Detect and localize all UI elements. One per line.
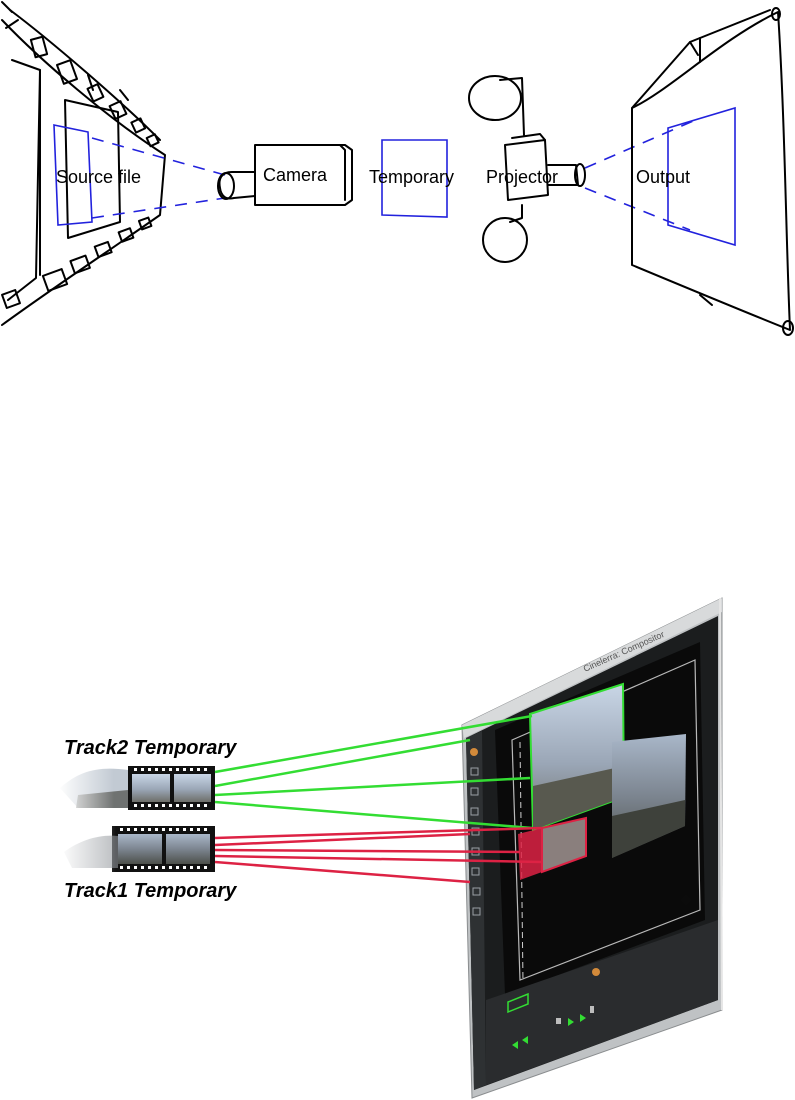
compositor-illustration-svg: Track2 Temporary Track1 Temporary Cinele… <box>58 597 723 1099</box>
source-file-label: Source file <box>56 167 141 187</box>
pipeline-sketch-svg: Source file Camera Temporary Projector O… <box>1 1 794 336</box>
track1-label: Track1 Temporary <box>64 880 237 902</box>
zoom-tool-icon[interactable] <box>470 767 479 776</box>
ruler-tool-icon[interactable] <box>470 807 479 816</box>
film-strip-icon <box>1 1 166 326</box>
compositor-window: Cinelerra: Compositor <box>461 597 723 1099</box>
mask-tool-icon[interactable] <box>470 787 479 796</box>
eyedropper-tool-icon[interactable] <box>472 887 481 896</box>
info-tool-icon[interactable] <box>472 907 481 916</box>
temporary-label: Temporary <box>369 167 454 187</box>
camera-tool-icon[interactable] <box>471 827 480 836</box>
camera-icon <box>217 144 353 206</box>
track2-label: Track2 Temporary <box>64 737 237 759</box>
track2-connectors <box>214 714 533 830</box>
track1-film-strip <box>60 824 220 874</box>
projection-screen-icon <box>631 7 794 336</box>
pipeline-sketch: Source file Camera Temporary Projector O… <box>0 0 795 345</box>
reverse-play-icon[interactable] <box>522 1036 528 1044</box>
stop-icon[interactable] <box>556 1018 561 1024</box>
play-icon[interactable] <box>568 1018 574 1026</box>
slider-handle[interactable] <box>680 894 692 906</box>
frame-forward-icon[interactable] <box>590 1006 594 1013</box>
timecode-badge <box>507 992 529 1014</box>
track2-film-strip <box>58 764 218 812</box>
projector-icon <box>468 75 586 263</box>
record-icon[interactable] <box>592 968 600 976</box>
output-label: Output <box>636 167 690 187</box>
rewind-icon[interactable] <box>512 1041 518 1049</box>
crop-tool-icon[interactable] <box>471 867 480 876</box>
compositor-illustration: Track2 Temporary Track1 Temporary Cinele… <box>0 590 795 1100</box>
track1-connectors <box>214 826 543 884</box>
projector-label: Projector <box>486 167 558 187</box>
protect-icon[interactable] <box>470 748 478 756</box>
camera-label: Camera <box>263 165 328 185</box>
fast-forward-icon[interactable] <box>580 1014 586 1022</box>
